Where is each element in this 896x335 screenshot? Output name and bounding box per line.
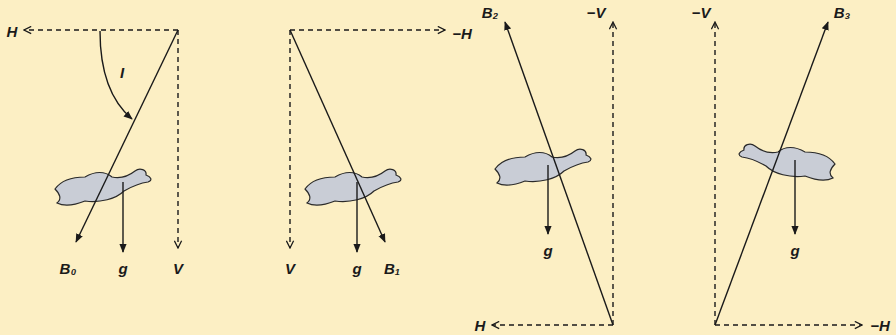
gravity-vector [547, 165, 548, 234]
vector-label: g [118, 261, 127, 276]
horizontal-component [290, 29, 445, 30]
field-vector [76, 30, 178, 242]
vector-label: −H [870, 318, 890, 333]
vector-label: −V [692, 5, 711, 20]
vertical-component [612, 22, 613, 325]
vector-label: B₀ [60, 261, 77, 276]
horizontal-component [715, 324, 862, 325]
vector-label: V [285, 261, 295, 276]
vertical-component [177, 30, 178, 248]
inclination-arc [100, 31, 132, 119]
vector-label: −V [587, 5, 606, 20]
angle-label: I [120, 65, 124, 80]
vector-label: B₃ [834, 5, 851, 20]
bird [739, 144, 835, 180]
field-vector [715, 22, 828, 325]
vector-label: B₁ [384, 261, 400, 276]
gravity-vector [356, 182, 357, 252]
bird [495, 149, 591, 185]
horizontal-component [492, 324, 613, 325]
vector-label: H [475, 318, 486, 333]
vertical-component [289, 30, 290, 248]
gravity-vector [794, 160, 795, 234]
gravity-vector [122, 182, 123, 252]
field-vector [505, 22, 613, 325]
vertical-component [714, 22, 715, 325]
bird [305, 169, 401, 205]
field-vector [290, 30, 385, 242]
vector-label: g [543, 243, 552, 258]
vector-label: −H [452, 26, 472, 41]
vector-label: g [790, 243, 799, 258]
vector-label: H [7, 24, 18, 39]
vector-label: g [352, 261, 361, 276]
vector-label: B₂ [482, 5, 499, 20]
vector-label: V [173, 261, 183, 276]
horizontal-component [24, 29, 178, 30]
